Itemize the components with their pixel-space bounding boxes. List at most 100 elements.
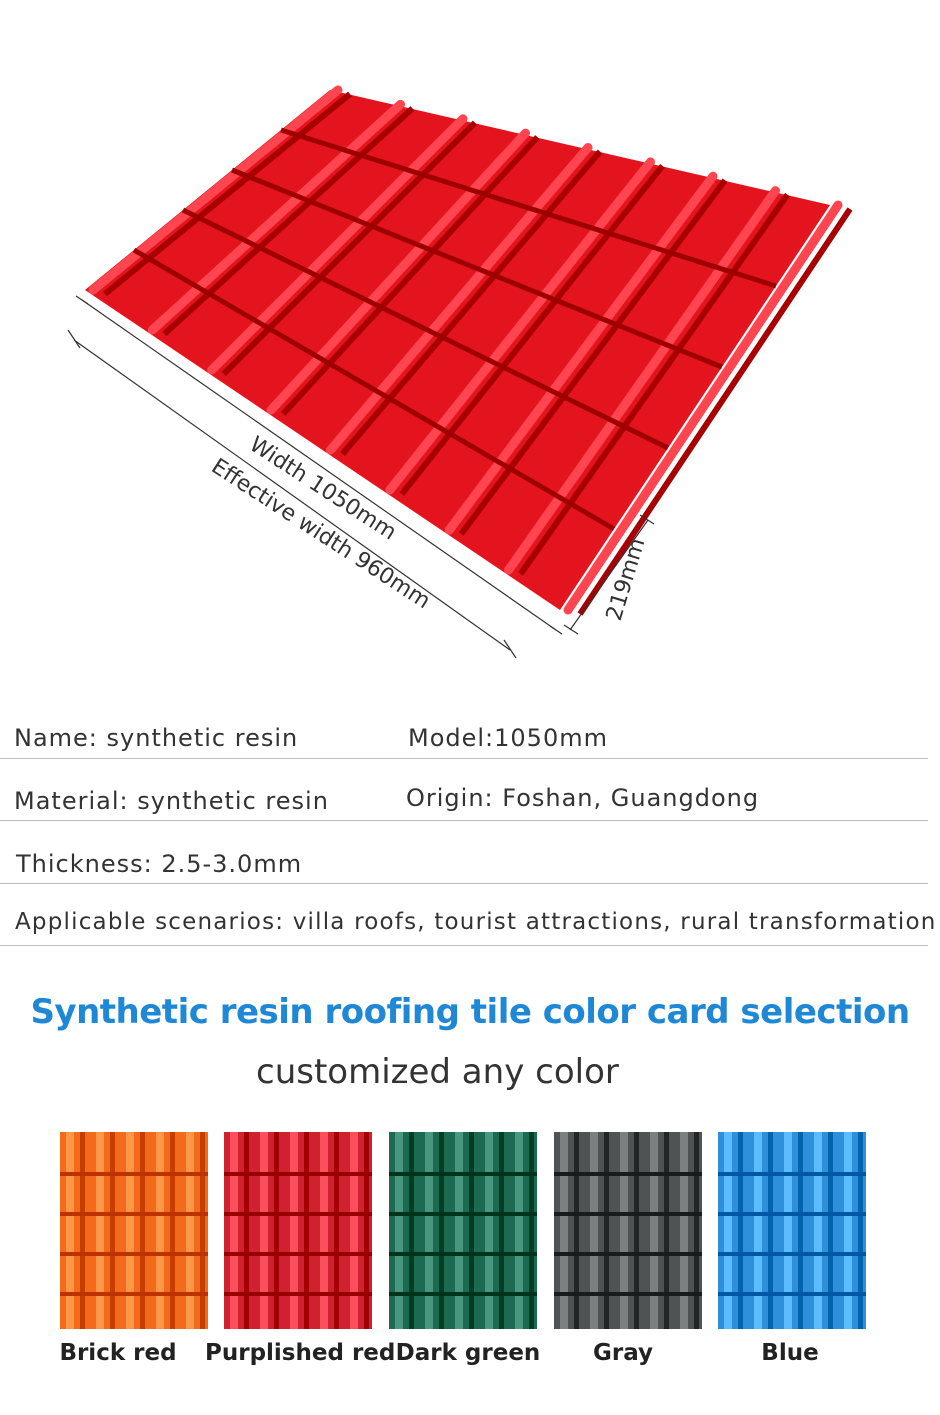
tile-ridge-highlight: [563, 200, 843, 615]
swatch-ridge-shadow: [828, 1132, 833, 1329]
swatch-ridge-highlight: [724, 1132, 732, 1329]
swatch-ridge-shadow: [738, 1132, 743, 1329]
tile-step-line: [132, 247, 616, 532]
color-card-subtitle: customized any color: [256, 1052, 619, 1092]
tile-sheet-body: [85, 90, 830, 610]
swatch-step-line: [60, 1172, 208, 1176]
swatch-step-line: [554, 1292, 702, 1296]
swatch-ridge-shadow: [858, 1132, 863, 1329]
swatch-step-line: [224, 1292, 372, 1296]
tile-ridge-shadow: [280, 135, 540, 417]
swatch-label: Brick red: [59, 1340, 177, 1366]
tile-sample-image: [389, 1132, 537, 1329]
spec-name: Name: synthetic resin: [14, 724, 299, 752]
spec-divider: [0, 945, 928, 946]
tile-ridge-shadow: [399, 164, 665, 496]
tile-ridge-shadow: [518, 192, 790, 576]
swatch-ridge-shadow: [798, 1132, 803, 1329]
swatch-ridge-highlight: [186, 1132, 194, 1329]
swatch-ridge-shadow: [364, 1132, 369, 1329]
swatch-ridge-highlight: [425, 1132, 433, 1329]
swatch-ridge-shadow: [634, 1132, 639, 1329]
swatch-ridge-highlight: [485, 1132, 493, 1329]
color-card-title: Synthetic resin roofing tile color card …: [30, 992, 910, 1032]
swatch-blue: [718, 1132, 866, 1329]
swatch-ridge-shadow: [334, 1132, 339, 1329]
tile-sample-image: [554, 1132, 702, 1329]
swatch-ridge-shadow: [304, 1132, 309, 1329]
swatch-ridge-highlight: [650, 1132, 658, 1329]
tile-step-line: [280, 127, 777, 289]
swatch-ridge-shadow: [409, 1132, 414, 1329]
swatch-label: Gray: [592, 1340, 654, 1366]
tile-ridge-highlight: [444, 171, 718, 535]
swatch-ridge-shadow: [574, 1132, 579, 1329]
swatch-step-line: [718, 1252, 866, 1256]
tile-ridge-shadow: [162, 106, 415, 337]
swatch-step-line: [718, 1212, 866, 1216]
swatch-ridge-highlight: [784, 1132, 792, 1329]
swatch-step-line: [60, 1292, 208, 1296]
tile-ridge-highlight: [88, 85, 343, 295]
tile-ridge-highlight: [207, 114, 468, 375]
tile-ridge-shadow: [577, 207, 853, 616]
spec-model: Model:1050mm: [408, 724, 608, 752]
swatch-ridge-shadow: [604, 1132, 609, 1329]
swatch-ridge-highlight: [96, 1132, 104, 1329]
swatch-ridge-highlight: [620, 1132, 628, 1329]
swatch-step-line: [554, 1172, 702, 1176]
tile-ridge-shadow: [103, 91, 352, 297]
tile-ridge-shadow: [458, 178, 728, 536]
tile-step-line: [231, 167, 723, 370]
swatch-ridge-shadow: [499, 1132, 504, 1329]
swatch-label: Purplished red: [205, 1340, 396, 1366]
tile-ridge-highlight: [147, 99, 405, 335]
swatch-ridge-shadow: [768, 1132, 773, 1329]
spec-divider: [0, 758, 928, 759]
swatch-ridge-highlight: [590, 1132, 598, 1329]
swatch-step-line: [60, 1252, 208, 1256]
swatch-ridge-shadow: [469, 1132, 474, 1329]
swatch-step-line: [224, 1172, 372, 1176]
roof-tile-sheet: [85, 85, 853, 616]
swatch-ridge-highlight: [814, 1132, 822, 1329]
swatch-ridge-highlight: [230, 1132, 238, 1329]
spec-thickness: Thickness: 2.5-3.0mm: [16, 850, 303, 878]
tile-sample-image: [718, 1132, 866, 1329]
tile-ridge-highlight: [385, 157, 655, 495]
swatch-ridge-highlight: [260, 1132, 268, 1329]
swatch-step-line: [554, 1212, 702, 1216]
swatch-ridge-highlight: [290, 1132, 298, 1329]
swatch-ridge-shadow: [274, 1132, 279, 1329]
swatch-purplished-red: [224, 1132, 372, 1329]
tile-ridge-shadow: [340, 149, 603, 456]
swatch-step-line: [718, 1172, 866, 1176]
product-hero: Width 1050mm Effective width 960mm 219mm: [0, 0, 940, 680]
tile-ridge-shadow: [221, 120, 478, 377]
dimension-lines: [67, 295, 655, 659]
tile-sample-image: [224, 1132, 372, 1329]
swatch-dark-green: [389, 1132, 537, 1329]
swatch-step-line: [224, 1212, 372, 1216]
swatch-ridge-highlight: [66, 1132, 74, 1329]
swatch-step-line: [224, 1252, 372, 1256]
swatch-ridge-highlight: [126, 1132, 134, 1329]
tile-ridge-highlight: [266, 128, 530, 415]
swatch-step-line: [389, 1252, 537, 1256]
swatch-ridge-highlight: [680, 1132, 688, 1329]
swatch-ridge-highlight: [560, 1132, 568, 1329]
swatch-ridge-shadow: [140, 1132, 145, 1329]
swatch-ridge-shadow: [244, 1132, 249, 1329]
swatch-step-line: [60, 1212, 208, 1216]
tile-step-line: [181, 207, 670, 451]
swatch-ridge-shadow: [80, 1132, 85, 1329]
swatch-brick-red: [60, 1132, 208, 1329]
swatch-ridge-highlight: [754, 1132, 762, 1329]
swatch-step-line: [389, 1172, 537, 1176]
spec-origin: Origin: Foshan, Guangdong: [406, 784, 760, 812]
swatch-ridge-highlight: [515, 1132, 523, 1329]
swatch-gray: [554, 1132, 702, 1329]
swatch-ridge-shadow: [200, 1132, 205, 1329]
roof-tile-illustration: Width 1050mm Effective width 960mm 219mm: [67, 85, 853, 659]
swatch-step-line: [389, 1212, 537, 1216]
